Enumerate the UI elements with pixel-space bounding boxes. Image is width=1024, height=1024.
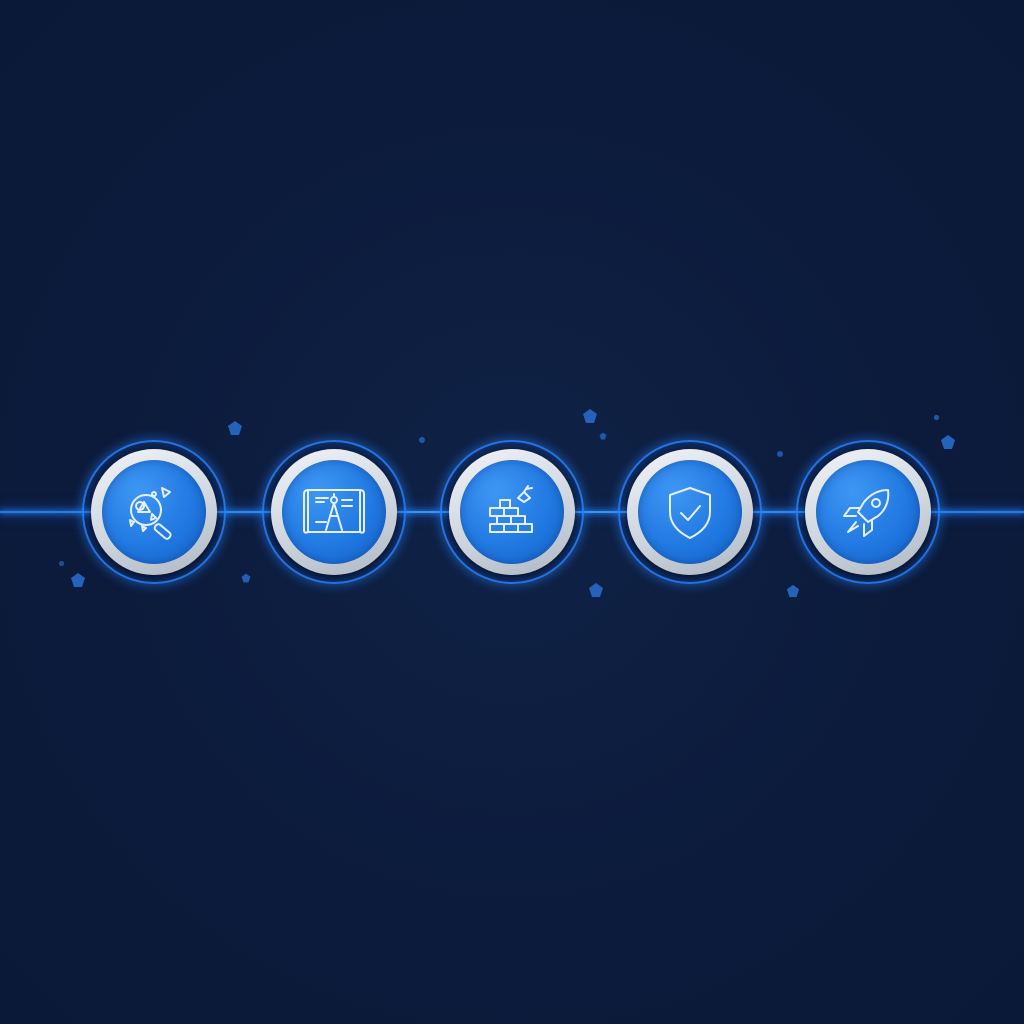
step-launch-node bbox=[796, 440, 940, 584]
particle bbox=[228, 421, 242, 435]
particle bbox=[941, 435, 955, 449]
node-disc bbox=[460, 460, 564, 564]
particle bbox=[589, 583, 603, 597]
particle bbox=[419, 437, 425, 443]
node-disc bbox=[816, 460, 920, 564]
rocket-icon bbox=[816, 460, 920, 564]
node-disc bbox=[638, 460, 742, 564]
node-disc bbox=[102, 460, 206, 564]
step-build-node bbox=[440, 440, 584, 584]
magnifier-shapes-icon bbox=[102, 460, 206, 564]
bricks-trowel-icon bbox=[460, 460, 564, 564]
shield-check-icon bbox=[638, 460, 742, 564]
particle bbox=[71, 573, 85, 587]
particle bbox=[241, 573, 251, 583]
particle bbox=[58, 560, 65, 567]
particle bbox=[933, 414, 940, 421]
step-design-node bbox=[262, 440, 406, 584]
step-research-node bbox=[82, 440, 226, 584]
particle bbox=[599, 432, 607, 440]
step-secure-node bbox=[618, 440, 762, 584]
blueprint-compass-icon bbox=[282, 460, 386, 564]
particle bbox=[777, 451, 783, 457]
particle bbox=[786, 584, 800, 598]
node-disc bbox=[282, 460, 386, 564]
particle bbox=[583, 409, 597, 423]
